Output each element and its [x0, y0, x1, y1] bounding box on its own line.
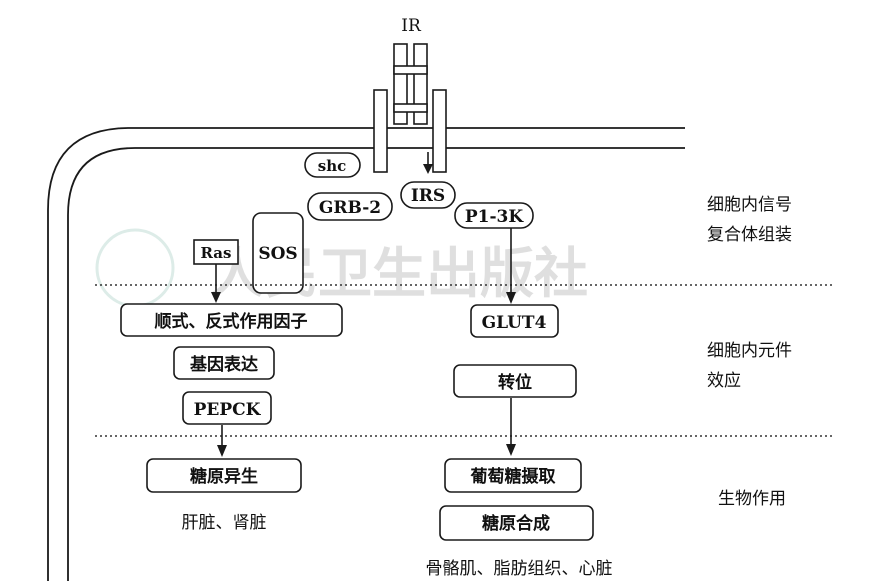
svg-text:IRS: IRS: [411, 186, 445, 206]
svg-text:P1-3K: P1-3K: [465, 207, 524, 227]
node-gluconeogenesis: 糖原异生: [146, 458, 302, 493]
receptor-label: IR: [401, 16, 422, 36]
svg-text:GRB-2: GRB-2: [319, 198, 381, 218]
arrowhead-trans-uptake: [506, 444, 516, 456]
node-gene-expression: 基因表达: [173, 346, 275, 380]
arrowhead-pepck-gng: [217, 445, 227, 457]
receptor-bridge-bottom: [393, 103, 428, 113]
node-sos: SOS: [252, 212, 304, 294]
svg-text:顺式、反式作用因子: 顺式、反式作用因子: [155, 311, 308, 332]
insulin-receptor: IR: [373, 16, 447, 173]
node-shc: shc: [304, 152, 361, 178]
node-glucose-uptake: 葡萄糖摄取: [444, 458, 582, 493]
arrowhead-pi3k-glut4: [506, 292, 516, 304]
node-grb2: GRB-2: [307, 192, 393, 221]
svg-text:GLUT4: GLUT4: [482, 313, 547, 333]
node-pi3k: P1-3K: [454, 202, 534, 229]
node-translocation: 转位: [453, 364, 577, 398]
zone-signal-complex-label: 细胞内信号 复合体组装: [707, 195, 792, 245]
node-pepck: PEPCK: [182, 391, 272, 425]
svg-text:糖原合成: 糖原合成: [482, 513, 550, 534]
cell-membrane: [47, 127, 685, 581]
svg-text:基因表达: 基因表达: [189, 354, 258, 375]
arrowhead-ras-tf: [211, 292, 221, 303]
tissue-muscle-fat-heart: 骨骼肌、脂肪组织、心脏: [426, 559, 613, 579]
arrows: [211, 152, 516, 457]
node-ras: Ras: [193, 239, 239, 265]
node-glut4: GLUT4: [470, 304, 559, 338]
receptor-right-subunit: [432, 89, 447, 173]
receptor-bridge-top: [393, 65, 428, 75]
membrane-outer: [47, 127, 685, 581]
svg-text:SOS: SOS: [258, 244, 297, 264]
svg-text:Ras: Ras: [201, 244, 232, 262]
node-glycogen-synthesis: 糖原合成: [439, 505, 594, 541]
svg-text:细胞内元件: 细胞内元件: [707, 341, 792, 361]
svg-text:复合体组装: 复合体组装: [707, 225, 792, 245]
receptor-left-subunit: [373, 89, 388, 173]
membrane-inner: [67, 147, 685, 581]
node-transcription-factor: 顺式、反式作用因子: [120, 303, 343, 337]
zone-element-effect-label: 细胞内元件 效应: [707, 341, 792, 391]
svg-text:shc: shc: [318, 157, 346, 175]
arrowhead-receptor-irs: [423, 164, 433, 174]
tissue-liver-kidney: 肝脏、肾脏: [182, 513, 267, 533]
svg-text:葡萄糖摄取: 葡萄糖摄取: [470, 466, 556, 487]
svg-text:PEPCK: PEPCK: [194, 400, 262, 420]
svg-text:转位: 转位: [498, 372, 532, 393]
watermark-logo: [95, 228, 175, 308]
svg-text:细胞内信号: 细胞内信号: [707, 195, 792, 215]
svg-text:糖原异生: 糖原异生: [190, 466, 258, 487]
node-irs: IRS: [400, 181, 456, 209]
zone-biological-effect-label: 生物作用: [718, 489, 786, 509]
svg-text:效应: 效应: [707, 371, 741, 391]
